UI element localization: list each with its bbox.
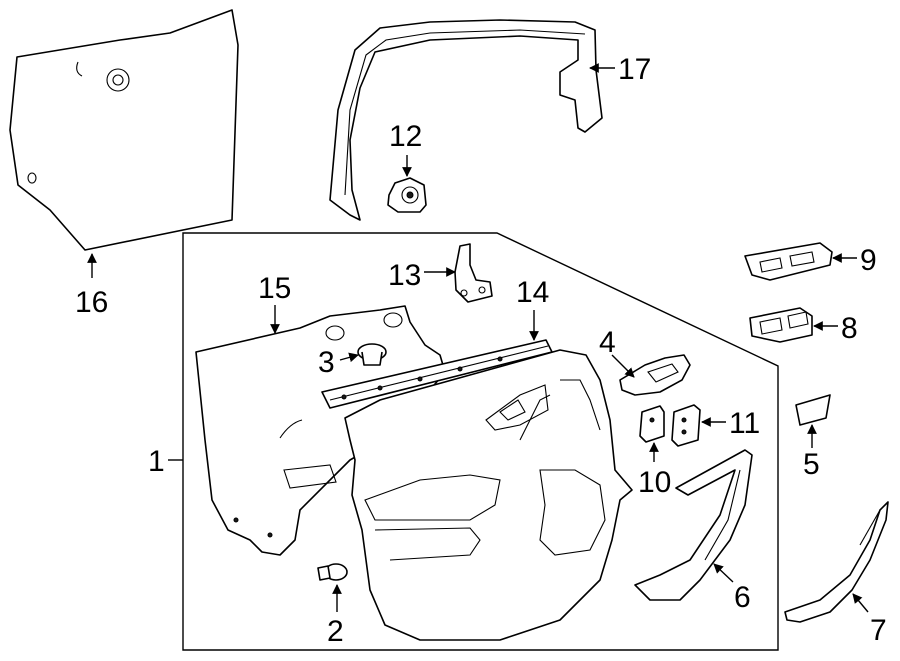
callout-5: 5	[803, 448, 820, 481]
door-trim-panel-part-1	[344, 349, 633, 641]
switch-bezel-part-9	[744, 242, 833, 281]
callout-10: 10	[638, 466, 671, 499]
leader-6	[713, 563, 734, 583]
bracket-part-13	[454, 243, 493, 303]
callout-2: 2	[327, 615, 344, 648]
callout-4: 4	[599, 326, 616, 359]
leader-3	[339, 352, 359, 363]
switch-part-10	[639, 405, 665, 443]
push-pin-part-2	[317, 563, 348, 581]
armrest-bezel-part-6	[634, 449, 753, 601]
callout-17: 17	[618, 53, 651, 86]
window-switch-part-8	[749, 307, 813, 343]
handle-trim-part-7	[784, 501, 889, 623]
cover-part-5	[795, 394, 831, 426]
callout-15: 15	[258, 272, 291, 305]
leader-7	[852, 593, 869, 613]
door-handle-part-4	[619, 354, 691, 396]
callout-13: 13	[388, 259, 421, 292]
assembly-outline	[182, 232, 779, 651]
switch-part-11	[671, 404, 701, 447]
water-deflector-part-16	[9, 9, 239, 251]
leader-4	[611, 354, 635, 378]
callout-11: 11	[729, 407, 760, 440]
callout-6: 6	[734, 581, 751, 614]
push-clip-part-3	[357, 343, 387, 366]
inner-trim-panel-part-15	[195, 305, 446, 556]
callout-8: 8	[841, 312, 858, 345]
callout-12: 12	[389, 120, 422, 153]
clip-part-12	[387, 177, 427, 213]
callout-3: 3	[318, 346, 335, 379]
callout-1: 1	[148, 445, 165, 478]
frame-molding-part-17	[329, 19, 603, 221]
callout-14: 14	[516, 276, 549, 309]
callout-16: 16	[75, 286, 108, 319]
callout-7: 7	[870, 614, 887, 647]
callout-9: 9	[860, 244, 877, 277]
